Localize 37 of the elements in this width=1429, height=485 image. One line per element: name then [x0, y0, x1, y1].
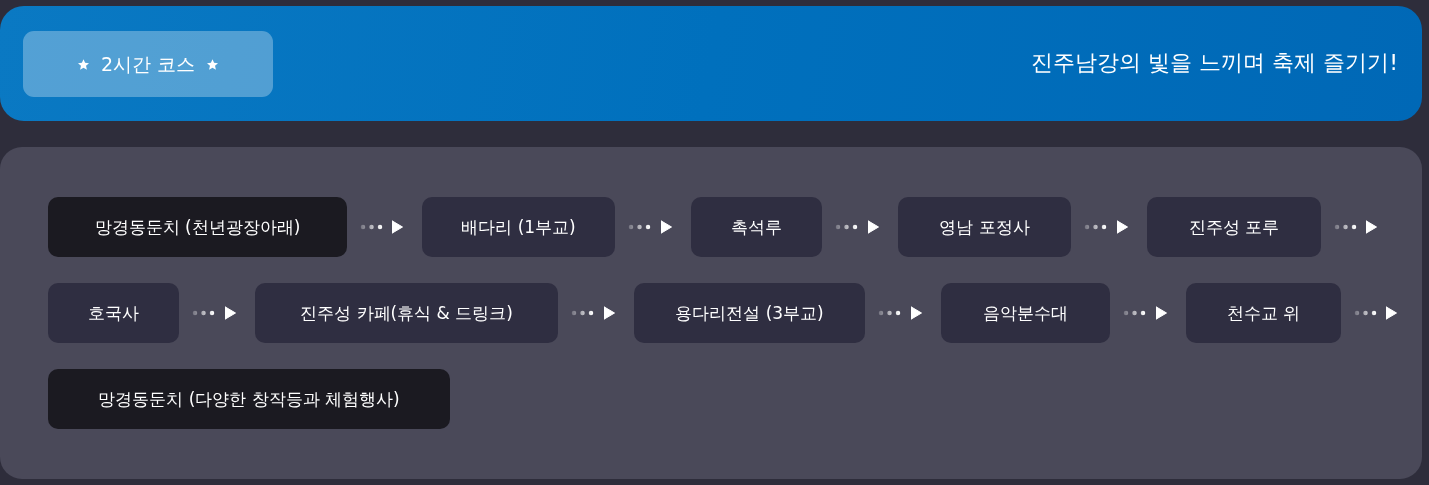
stop-box	[1186, 283, 1341, 343]
stop-name: 용다리전설 (3부교)	[675, 301, 824, 325]
stop-name: 천수교 위	[1226, 301, 1301, 325]
dotted-arrow	[628, 220, 675, 234]
course-title: 2시간 코스	[100, 51, 196, 77]
stop-name: 영남 포정사	[939, 215, 1030, 239]
dotted-arrow	[1084, 220, 1131, 234]
course-badge	[23, 31, 273, 97]
route-panel	[0, 147, 1422, 479]
stop-name: 음악분수대	[983, 301, 1068, 325]
stop-name: 배다리 (1부교)	[461, 215, 576, 239]
stop-box	[898, 197, 1071, 257]
tagline: 진주남강의 빛을 느끼며 축제 즐기기!	[1031, 49, 1398, 78]
stop-box	[691, 197, 822, 257]
dotted-arrow	[1334, 220, 1380, 234]
stop-box	[422, 197, 615, 257]
dotted-arrow	[878, 306, 925, 320]
dotted-arrow	[360, 220, 406, 234]
header-banner	[0, 6, 1422, 121]
dotted-arrow	[835, 220, 882, 234]
stop-name: 망경동둔치 (천년광장아래)	[94, 215, 301, 239]
stop-box	[48, 283, 179, 343]
stop-box	[48, 369, 450, 429]
stop-name: 호국사	[88, 301, 139, 325]
stop-name: 진주성 포루	[1188, 215, 1280, 239]
dotted-arrow	[1123, 306, 1170, 320]
stop-box	[941, 283, 1110, 343]
stop-box	[255, 283, 558, 343]
dotted-arrow	[571, 306, 618, 320]
stop-box	[1147, 197, 1321, 257]
stop-name: 촉석루	[731, 215, 782, 239]
dotted-arrow	[1354, 306, 1400, 320]
stop-box	[48, 197, 347, 257]
stop-name: 진주성 카페(휴식 & 드링크)	[300, 301, 513, 325]
dotted-arrow	[192, 306, 239, 320]
stop-name: 망경동둔치 (다양한 창작등과 체험행사)	[98, 387, 400, 411]
stop-box	[634, 283, 865, 343]
